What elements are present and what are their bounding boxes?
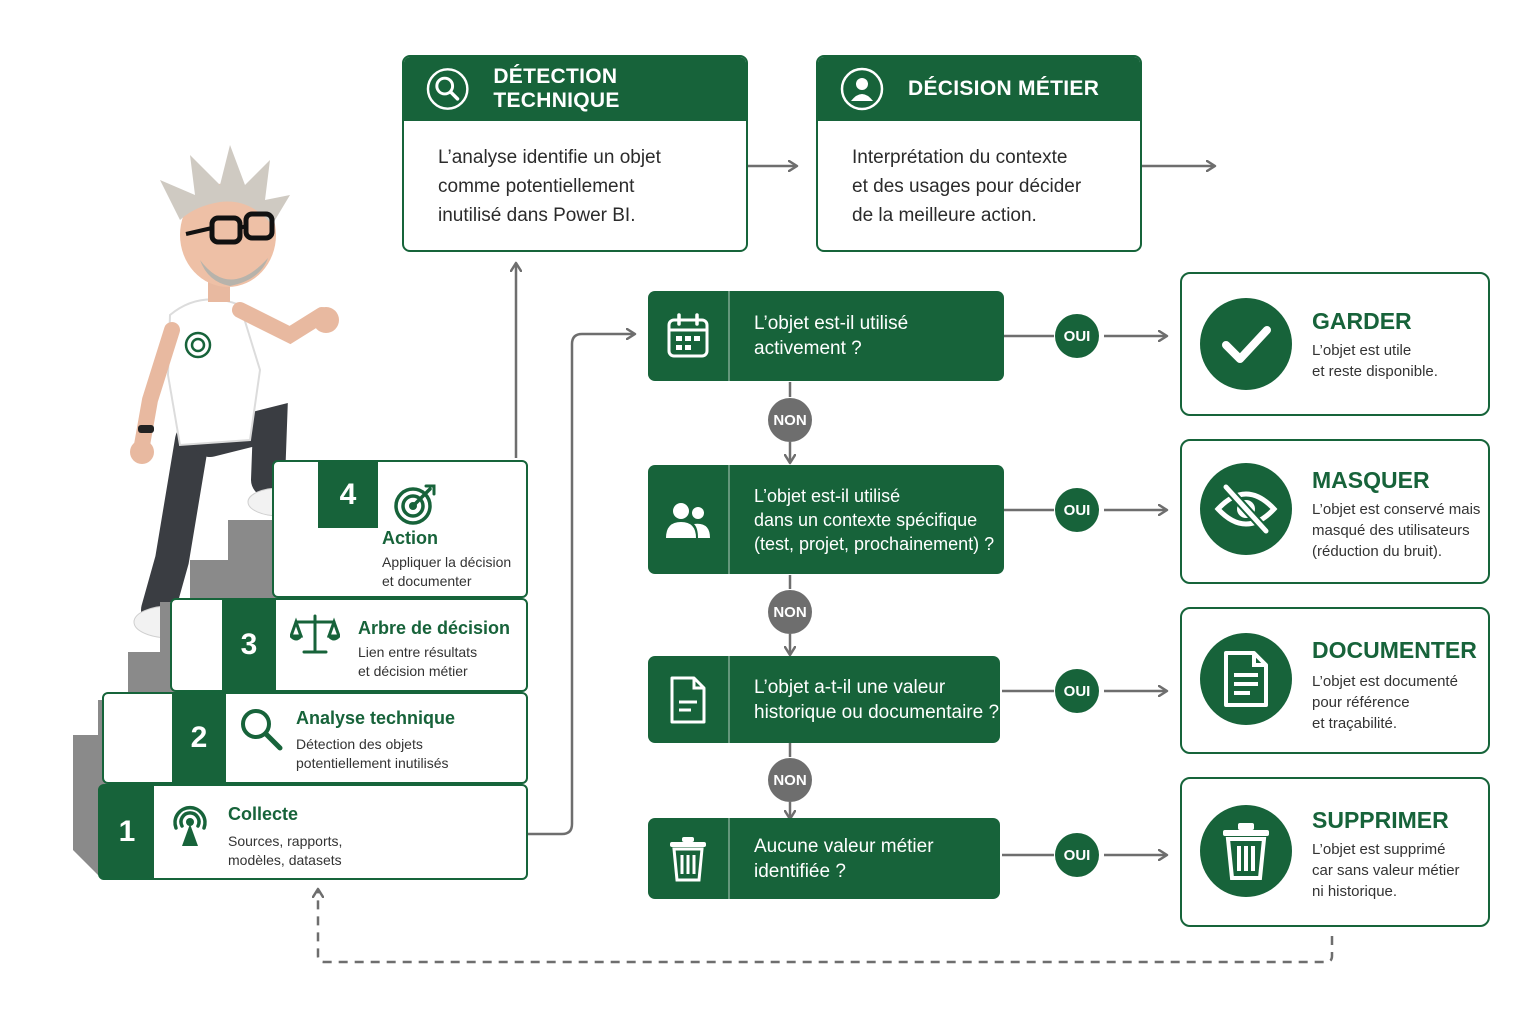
step-title: Collecte [228,804,299,824]
magnifier-icon [426,68,469,110]
feedback-loop-dashed [318,890,1334,964]
question-text: L’objet a-t-il une valeur historique ou … [754,676,1000,723]
step-description: Appliquer la décision et documenter [382,554,512,589]
question-box-contexte-specifique: L’objet est-il utilisé dans un contexte … [648,465,1004,574]
card-text: L’analyse identifie un objet comme poten… [438,147,661,226]
oui-pill-2: OUI [1055,488,1099,532]
result-card-supprimer: SUPPRIMER L’objet est supprimé car sans … [1180,777,1490,927]
card-title: DÉTECTION TECHNIQUE [493,65,620,112]
question-box-utilise-activement: L’objet est-il utilisé activement ? [648,291,1004,381]
non-pill-1: NON [768,398,812,442]
signal-icon [173,805,207,846]
result-title: MASQUER [1312,467,1430,493]
card-title: DÉCISION MÉTIER [908,77,1100,100]
step-description: Détection des objets potentiellement inu… [296,736,449,771]
result-title: SUPPRIMER [1312,807,1449,833]
non-pill-2: NON [768,590,812,634]
result-description: L’objet est conservé mais masqué des uti… [1312,501,1481,560]
question-box-valeur-historique: L’objet a-t-il une valeur historique ou … [648,656,1000,743]
step-number: 2 [172,694,226,782]
oui-pill-1: OUI [1055,314,1099,358]
step-number: 4 [318,462,378,528]
step-analyse-technique: 2 Analyse technique Détection des objets… [102,692,528,784]
result-card-documenter: DOCUMENTER L’objet est documenté pour ré… [1180,607,1490,754]
step-number: 3 [222,600,276,690]
calendar-icon [667,313,709,358]
result-description: L’objet est supprimé car sans valeur mét… [1312,841,1460,900]
users-icon [666,502,710,538]
step-title: Action [382,528,438,548]
step-title: Arbre de décision [358,618,511,638]
step-number: 1 [100,786,154,878]
balance-scale-icon [290,614,340,654]
trash-icon [670,836,706,881]
user-icon [840,67,884,111]
document-icon [670,676,706,723]
magnifier-icon [241,709,283,751]
eye-slash-icon [1214,483,1278,535]
result-card-garder: GARDER L’objet est utile et reste dispon… [1180,272,1490,416]
check-icon [1222,326,1271,363]
step-collecte: 1 Collecte Sources, rapports, modèles, d… [98,784,528,880]
document-icon [1224,651,1268,707]
question-text: Aucune valeur métier identifiée ? [754,835,934,882]
question-text: L’objet est-il utilisé dans un contexte … [754,485,995,554]
step-description: Sources, rapports, modèles, datasets [228,833,343,868]
oui-pill-4: OUI [1055,833,1099,877]
arrow-step1-to-question1 [528,334,634,836]
question-box-aucune-valeur: Aucune valeur métier identifiée ? [648,818,1000,899]
oui-pill-3: OUI [1055,669,1099,713]
result-description: L’objet est utile et reste disponible. [1312,342,1438,380]
result-title: DOCUMENTER [1312,637,1477,663]
question-text: L’objet est-il utilisé activement ? [754,313,909,359]
result-title: GARDER [1312,308,1412,334]
step-title: Analyse technique [296,708,456,728]
card-text: Interprétation du contexte et des usages… [852,147,1082,226]
detection-technique-card: DÉTECTION TECHNIQUE L’analyse identifie … [402,55,748,252]
target-icon [394,484,436,525]
non-pill-3: NON [768,758,812,802]
result-card-masquer: MASQUER L’objet est conservé mais masqué… [1180,439,1490,584]
result-description: L’objet est documenté pour référence et … [1312,673,1458,732]
step-description: Lien entre résultats et décision métier [358,644,478,679]
trash-icon [1223,823,1269,880]
step-action: 4 Action Appliquer la décision et docume… [272,460,528,598]
decision-metier-card: DÉCISION MÉTIER Interprétation du contex… [816,55,1142,252]
step-arbre-de-decision: 3 Arbre de décision Lien entre résultats… [170,598,528,692]
